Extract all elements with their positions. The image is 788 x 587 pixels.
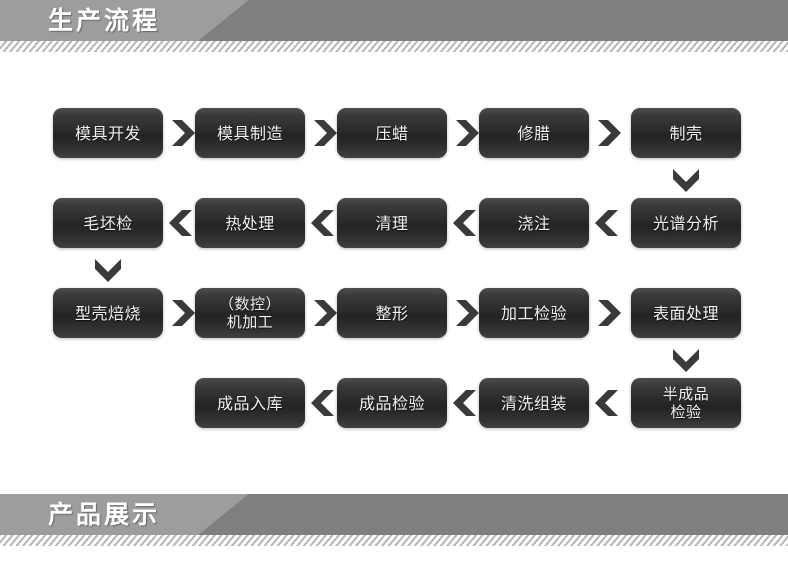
flow-node: 光谱分析 (631, 198, 741, 248)
chevron-right-icon (311, 298, 337, 328)
section-title-product-display: 产品展示 (48, 500, 161, 529)
production-flow-diagram: 模具开发 模具制造 压蜡 修腊 制壳毛坯检 热处理 清理 浇注 光谱分析型壳焙烧 （数控） 机加工… (0, 54, 788, 494)
chevron-right-icon (311, 118, 337, 148)
flow-node: 成品检验 (337, 378, 447, 428)
chevron-right-icon (453, 298, 479, 328)
flow-node-label: 整形 (375, 303, 409, 323)
flow-node-label: 毛坯检 (83, 213, 133, 233)
flow-node: 修腊 (479, 108, 589, 158)
flow-node: 热处理 (195, 198, 305, 248)
flow-node-label: 型壳焙烧 (74, 303, 141, 323)
flow-node: 加工检验 (479, 288, 589, 338)
chevron-left-icon (311, 388, 337, 418)
flow-node-label: 热处理 (225, 213, 275, 233)
chevron-right-icon (453, 118, 479, 148)
flow-node: 模具开发 (53, 108, 163, 158)
flow-node: 模具制造 (195, 108, 305, 158)
chevron-left-icon (595, 208, 621, 238)
flow-node: 制壳 (631, 108, 741, 158)
chevron-down-icon (671, 166, 701, 192)
flow-node-label: 清理 (375, 213, 409, 233)
flow-node: 浇注 (479, 198, 589, 248)
section-banner-product-display: 产品展示 (0, 494, 788, 548)
chevron-left-icon (453, 208, 479, 238)
flow-node-label: （数控） 机加工 (218, 295, 281, 331)
flow-node-label: 制壳 (669, 123, 703, 143)
flow-node-label: 成品入库 (216, 393, 283, 413)
chevron-left-icon (169, 208, 195, 238)
banner-hatch-strip (0, 535, 788, 546)
flow-node-label: 半成品 检验 (662, 385, 710, 421)
flow-node-label: 加工检验 (500, 303, 567, 323)
banner-bar (0, 0, 788, 41)
chevron-left-icon (311, 208, 337, 238)
flow-node-label: 修腊 (517, 123, 551, 143)
flow-node-label: 模具开发 (74, 123, 141, 143)
section-title-production-flow: 生产流程 (48, 6, 161, 35)
flow-node-label: 清洗组装 (500, 393, 567, 413)
banner-dark-block (296, 494, 788, 535)
chevron-left-icon (453, 388, 479, 418)
chevron-right-icon (169, 118, 195, 148)
flow-node-label: 模具制造 (216, 123, 283, 143)
chevron-left-icon (595, 388, 621, 418)
flow-node: 整形 (337, 288, 447, 338)
flow-node: 半成品 检验 (631, 378, 741, 428)
chevron-right-icon (595, 298, 621, 328)
chevron-down-icon (93, 256, 123, 282)
flow-node: 型壳焙烧 (53, 288, 163, 338)
flow-node-label: 表面处理 (652, 303, 719, 323)
flow-node-label: 成品检验 (358, 393, 425, 413)
flow-node-label: 压蜡 (375, 123, 409, 143)
flow-node-label: 光谱分析 (652, 213, 719, 233)
flow-node: 压蜡 (337, 108, 447, 158)
chevron-down-icon (671, 346, 701, 372)
flow-node: 毛坯检 (53, 198, 163, 248)
flow-node: 表面处理 (631, 288, 741, 338)
flow-node: （数控） 机加工 (195, 288, 305, 338)
banner-dark-block (296, 0, 788, 41)
banner-bar (0, 494, 788, 535)
section-banner-production-flow: 生产流程 (0, 0, 788, 54)
chevron-right-icon (595, 118, 621, 148)
flow-node: 清理 (337, 198, 447, 248)
flow-node: 成品入库 (195, 378, 305, 428)
chevron-right-icon (169, 298, 195, 328)
flow-node: 清洗组装 (479, 378, 589, 428)
banner-hatch-strip (0, 41, 788, 52)
flow-node-label: 浇注 (517, 213, 551, 233)
